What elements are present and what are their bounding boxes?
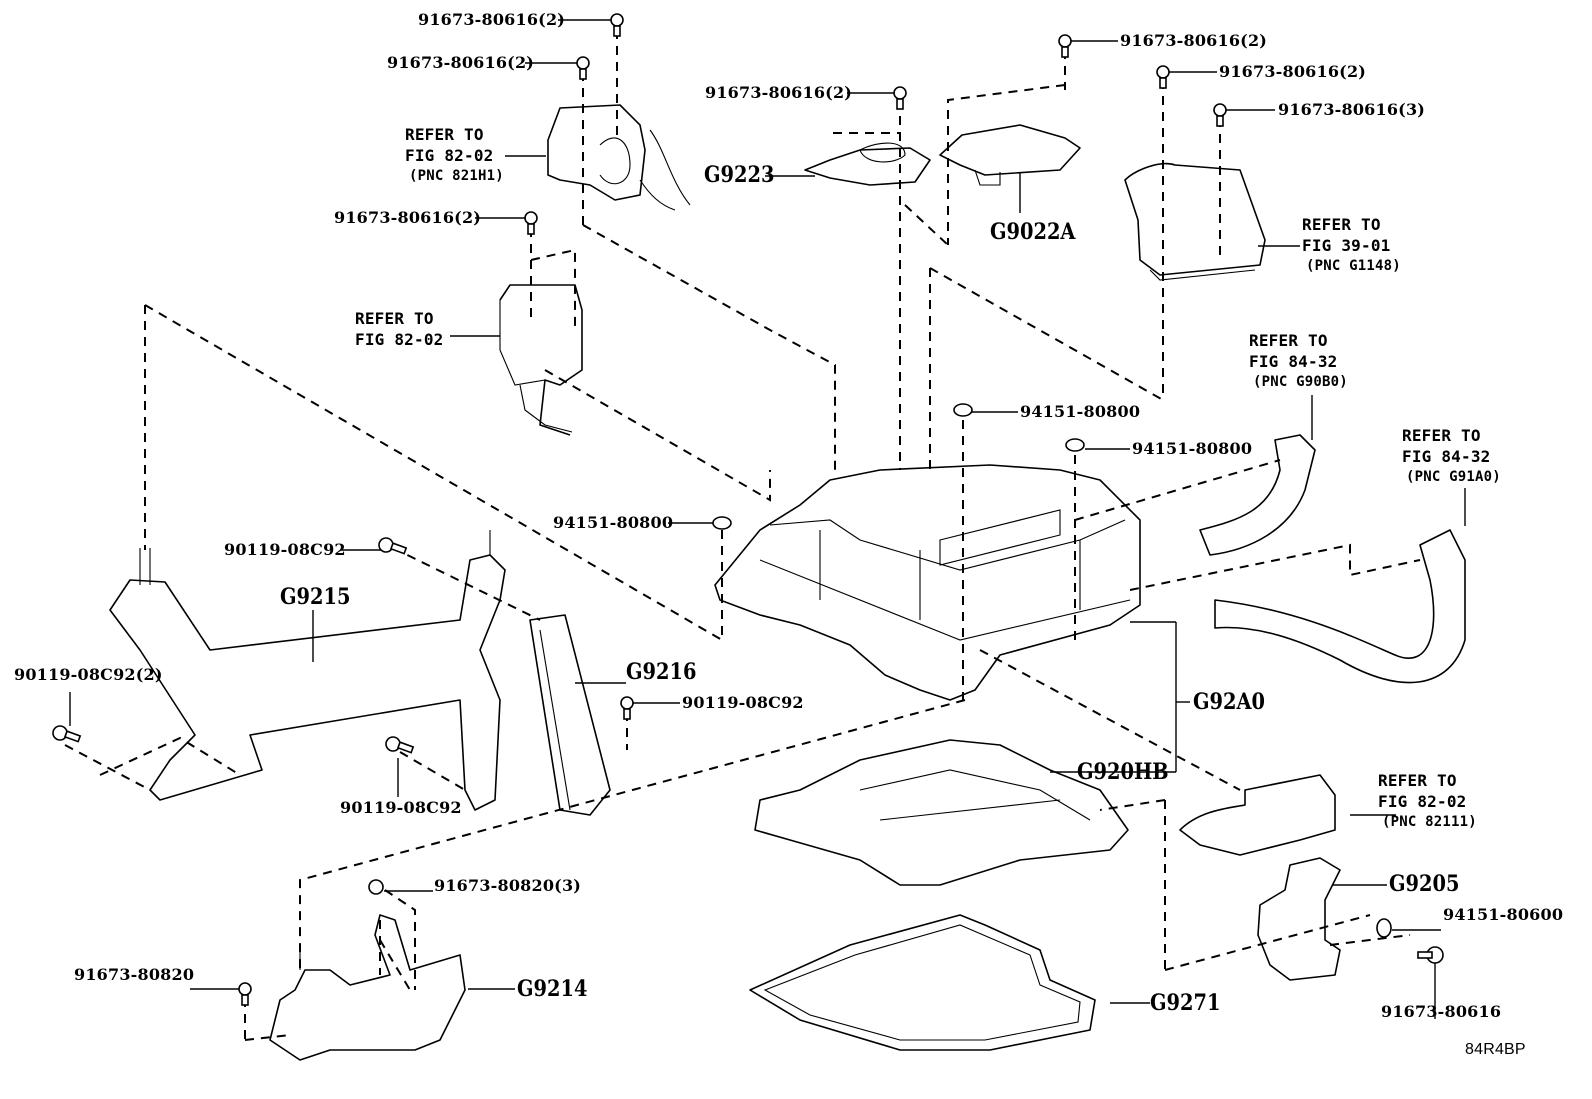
callout-94151-80800-right[interactable]: 94151-80800 [1132,439,1253,458]
part-label-g9223[interactable]: G9223 [704,162,775,188]
callout-90119-08c92-2[interactable]: 90119-08C92(2) [14,665,163,684]
nut-icon [712,516,732,530]
g9214-bracket-shape [269,914,466,1061]
g920hb-case-shape [754,739,1129,886]
callout-91673-80616-connector[interactable]: 91673-80616(2) [387,53,535,72]
connector-bracket-shape [499,284,583,436]
connector-821h1-shape [547,104,646,201]
callout-91673-80616-3[interactable]: 91673-80616(3) [1278,100,1426,119]
reference-fig-82-02-pnc-821h1[interactable]: REFER TO FIG 82-02 (PNC 821H1) [405,124,504,187]
reference-line-1: REFER TO [355,309,434,328]
callout-91673-80616-g9022a[interactable]: 91673-80616(2) [1120,31,1268,50]
part-label-g92a0[interactable]: G92A0 [1193,689,1265,715]
bolt-icon [576,56,590,80]
reference-line-2: FIG 84-32 [1402,447,1491,466]
g9223-plate-shape [804,147,931,186]
g9216-strap-shape [529,614,611,816]
callout-91673-80820-3[interactable]: 91673-80820(3) [434,876,582,895]
callout-90119-08c92-upper[interactable]: 90119-08C92 [224,540,346,559]
callout-91673-80820[interactable]: 91673-80820 [74,965,195,984]
callout-91673-80616-top[interactable]: 91673-80616(2) [418,10,566,29]
reference-fig-82-02-pnc-82111[interactable]: REFER TO FIG 82-02 (PNC 82111) [1378,770,1477,833]
part-label-g9022a[interactable]: G9022A [990,219,1076,245]
fasteners [52,13,1444,1006]
bolt-icon [1213,103,1227,127]
part-g1148-shape [1124,162,1266,276]
bolt-icon [1156,65,1170,89]
bolt-icon [893,86,907,110]
reference-pnc: (PNC 821H1) [409,168,504,184]
part-label-g9214[interactable]: G9214 [517,976,588,1002]
leader-lines [69,19,1466,1019]
illustration-code: 84R4BP [1465,1041,1526,1058]
reference-line-2: FIG 84-32 [1249,352,1338,371]
part-label-g9216[interactable]: G9216 [626,659,697,685]
g9022a-cover-shape [939,124,1081,176]
reference-line-1: REFER TO [1302,215,1381,234]
reference-pnc: (PNC G1148) [1306,258,1401,274]
callout-91673-80616-bottom[interactable]: 91673-80616 [1381,1002,1502,1021]
reference-fig-84-32-pnc-g90b0[interactable]: REFER TO FIG 84-32 (PNC G90B0) [1249,330,1348,393]
reference-fig-39-01-pnc-g1148[interactable]: REFER TO FIG 39-01 (PNC G1148) [1302,214,1401,277]
hose-g90b0-shape [1199,434,1316,556]
callout-94151-80600[interactable]: 94151-80600 [1443,905,1564,924]
reference-fig-82-02[interactable]: REFER TO FIG 82-02 [355,308,444,350]
reference-line-1: REFER TO [1378,771,1457,790]
part-label-g9271[interactable]: G9271 [1150,990,1221,1016]
reference-pnc: (PNC 82111) [1382,814,1477,830]
reference-line-2: FIG 39-01 [1302,236,1391,255]
bolt-icon [610,13,624,37]
bolt-icon [368,879,384,895]
callout-94151-80800-center[interactable]: 94151-80800 [1020,402,1141,421]
reference-line-1: REFER TO [405,125,484,144]
reference-line-2: FIG 82-02 [355,330,444,349]
hose-g91a0-shape [1214,529,1466,684]
part-label-g9215[interactable]: G9215 [280,584,351,610]
reference-line-1: REFER TO [1402,426,1481,445]
nut-icon [1065,438,1085,452]
assembly-dashed-lines [64,30,1421,1041]
callout-91673-80616-g1148[interactable]: 91673-80616(2) [1219,62,1367,81]
bolt-icon [238,982,252,1006]
bolt-icon [385,736,415,754]
bolt-icon [524,211,538,235]
bolt-icon [1417,946,1444,964]
callout-91673-80616-bracket[interactable]: 91673-80616(2) [334,208,482,227]
g9215-bracket-shape [109,554,506,811]
nut-icon [953,403,973,417]
callout-94151-80800-left[interactable]: 94151-80800 [553,513,674,532]
bolt-icon [378,537,408,555]
connector-82111-shape [1179,774,1336,856]
reference-pnc: (PNC G90B0) [1253,374,1348,390]
callout-90119-08c92-lower[interactable]: 90119-08C92 [340,798,462,817]
bolt-icon [620,696,634,720]
reference-line-1: REFER TO [1249,331,1328,350]
washer-icon [1376,918,1392,938]
bolt-icon [52,725,82,743]
callout-91673-80616-g9223[interactable]: 91673-80616(2) [705,83,853,102]
reference-pnc: (PNC G91A0) [1406,469,1501,485]
reference-line-2: FIG 82-02 [1378,792,1467,811]
part-label-g9205[interactable]: G9205 [1389,871,1460,897]
bolt-icon [1058,34,1072,58]
part-drawings [109,104,1466,1061]
reference-fig-84-32-pnc-g91a0[interactable]: REFER TO FIG 84-32 (PNC G91A0) [1402,425,1501,488]
g9205-bracket-shape [1257,857,1341,981]
g9271-gasket-shape [749,914,1096,1051]
callout-90119-08c92-right[interactable]: 90119-08C92 [682,693,804,712]
inverter-assembly-shape [714,464,1141,701]
reference-line-2: FIG 82-02 [405,146,494,165]
part-label-g920hb[interactable]: G920HB [1077,759,1169,785]
